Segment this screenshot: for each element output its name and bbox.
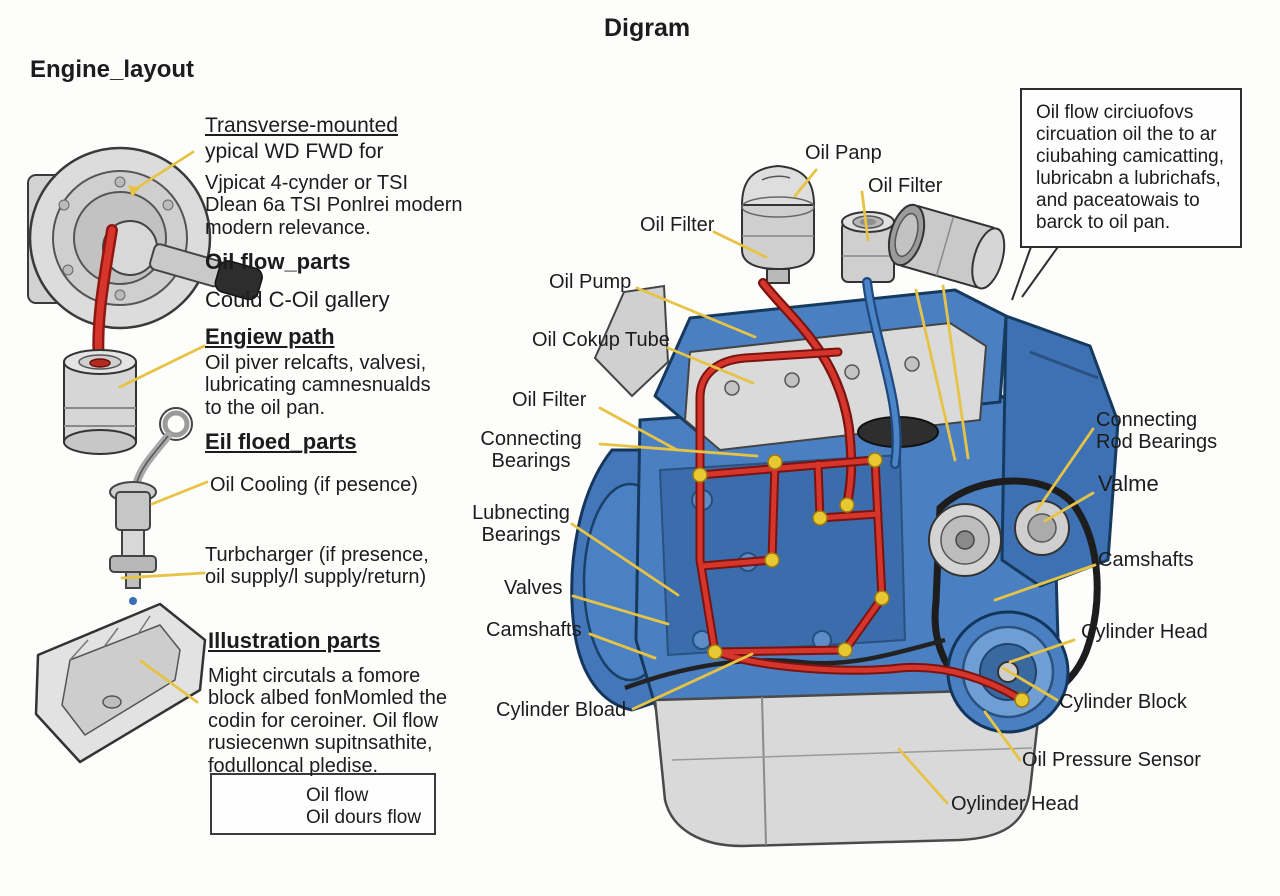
- label-oil-panp: Oil Panp: [805, 142, 882, 164]
- leader-lines: [118, 150, 1097, 805]
- legend-oil-return-label: Oil dours flow: [306, 807, 422, 828]
- note-turbocharger: Turbcharger (if presence, oil supply/l s…: [205, 544, 429, 589]
- label-cylinder-block: Cylinder Block: [1059, 691, 1187, 713]
- note-transverse-mounted: Transverse-mounted: [205, 114, 398, 137]
- label-oil-filter-mid: Oil Filter: [512, 389, 587, 411]
- note-engine-paragraph: Vjpicat 4-cynder or TSI Dlean 6a TSI Pon…: [205, 172, 463, 239]
- note-oil-cooling: Oil Cooling (if pesence): [210, 474, 418, 496]
- legend-oil-flow-label: Oil flow: [306, 785, 369, 806]
- dipstick-illustration: [109, 407, 193, 605]
- note-illustration-paragraph: Might circutals a fomore block albed fon…: [208, 665, 448, 777]
- heading-illustration-parts: Illustration parts: [208, 628, 381, 653]
- page-title: Digram: [604, 14, 691, 42]
- heading-engiew-path: Engiew path: [205, 324, 335, 349]
- oil-filter-illustration: [63, 349, 137, 455]
- oil-cap-canister: [740, 164, 816, 284]
- label-oil-filter-top: Oil Filter: [868, 175, 943, 197]
- cylinder-sleeve: [887, 203, 1006, 290]
- label-oil-filter-left: Oil Filter: [640, 214, 715, 236]
- label-cylinder-bload: Cylinder Bload: [496, 699, 627, 721]
- callout-tail: [1011, 243, 1061, 301]
- heading-eil-floed-parts: Eil floed_parts: [205, 429, 357, 454]
- label-oil-pressure-sensor: Oil Pressure Sensor: [1022, 749, 1201, 771]
- note-oil-gallery: Could C-Oil gallery: [205, 287, 390, 312]
- label-oil-pump: Oil Pump: [549, 271, 632, 293]
- label-oil-cokup-tube: Oil Cokup Tube: [532, 329, 670, 351]
- oil-gallery-lines: [692, 347, 1030, 708]
- label-connecting-bearings: Connecting Bearings: [480, 428, 582, 472]
- label-camshafts-left: Camshafts: [486, 619, 582, 641]
- label-lubnecting-bearings: Lubnecting Bearings: [472, 502, 570, 546]
- legend-box: [210, 773, 436, 835]
- oil-pan-illustration: [34, 602, 207, 764]
- callout-box: Oil flow circiuofovs circuation oil the …: [1020, 88, 1242, 249]
- engine-illustration: [570, 284, 1120, 848]
- note-oil-path-paragraph: Oil piver relcafts, valvesi, lubricating…: [205, 352, 431, 419]
- label-valme: Valme: [1098, 471, 1159, 496]
- oil-filter-canister: [841, 211, 895, 283]
- label-cylinder-head: Cylinder Head: [1081, 621, 1208, 643]
- heading-oil-flow-parts: Oil flow_parts: [205, 249, 351, 274]
- note-fwd-line: ypical WD FWD for: [205, 140, 384, 163]
- label-connecting-rod-bearings: Connecting Rod Bearings: [1096, 409, 1218, 453]
- label-camshafts-right: Camshafts: [1098, 549, 1194, 571]
- left-panel-heading: Engine_layout: [30, 56, 195, 83]
- label-valves: Valves: [504, 577, 563, 599]
- label-oylinder-head: Oylinder Head: [951, 793, 1079, 815]
